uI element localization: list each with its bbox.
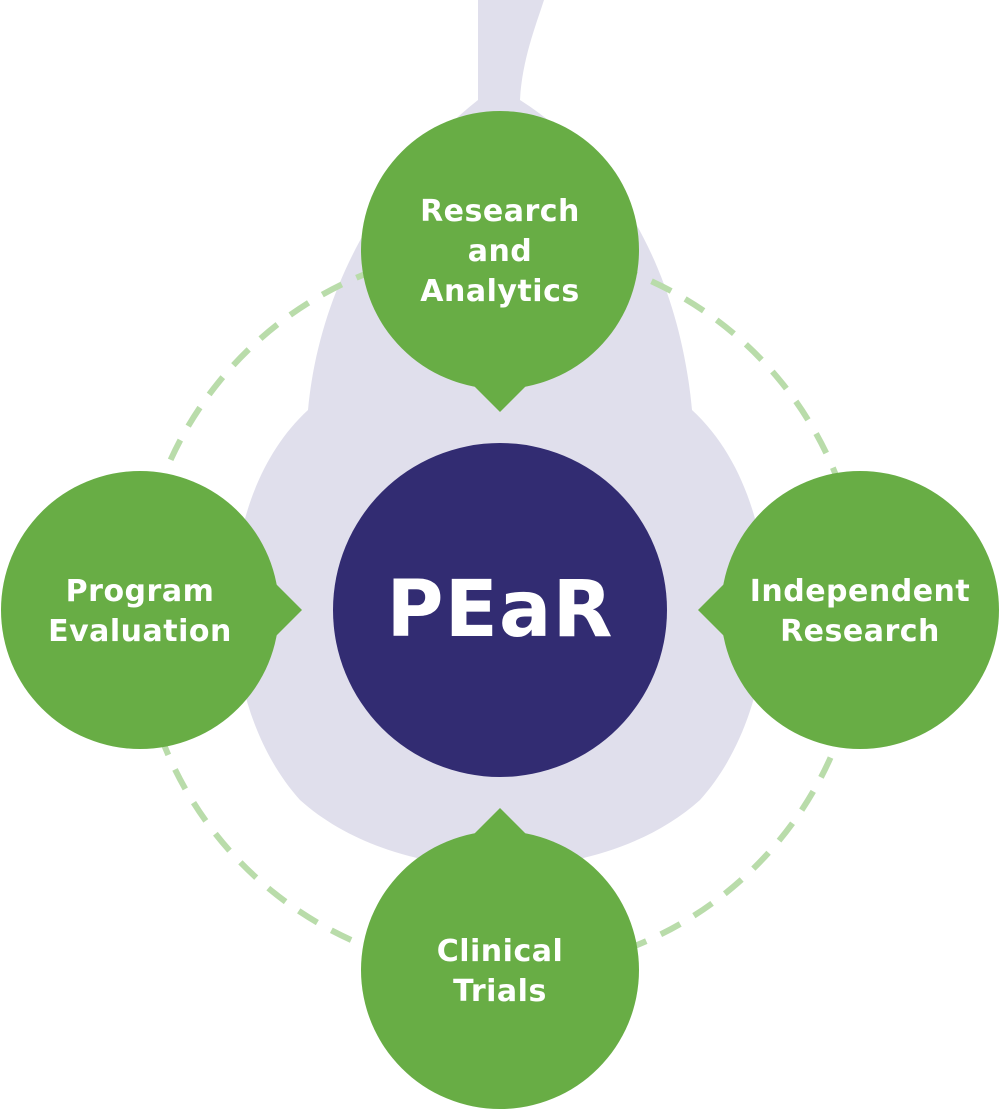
node-label-line: Evaluation <box>48 614 232 649</box>
node-clinical-trials <box>361 808 639 1109</box>
node-label-line: Research <box>420 194 580 229</box>
node-label-line: Program <box>65 574 215 609</box>
center-circle <box>333 443 667 777</box>
node-label-program-evaluation: Program Evaluation <box>0 572 280 652</box>
node-label-clinical-trials: Clinical Trials <box>360 932 640 1012</box>
node-label-line: and <box>467 234 533 269</box>
node-label-line: Analytics <box>420 274 580 309</box>
node-label-line: Research <box>780 614 940 649</box>
node-label-independent-research: Independent Research <box>720 572 1000 652</box>
node-label-line: Independent <box>749 574 971 609</box>
node-program-evaluation <box>1 471 302 749</box>
node-independent-research <box>698 471 999 749</box>
node-label-research-analytics: Research and Analytics <box>360 192 640 312</box>
center-label: PEaR <box>386 565 614 655</box>
node-research-analytics <box>361 111 639 412</box>
node-label-line: Trials <box>453 974 547 1009</box>
node-label-line: Clinical <box>436 934 564 969</box>
